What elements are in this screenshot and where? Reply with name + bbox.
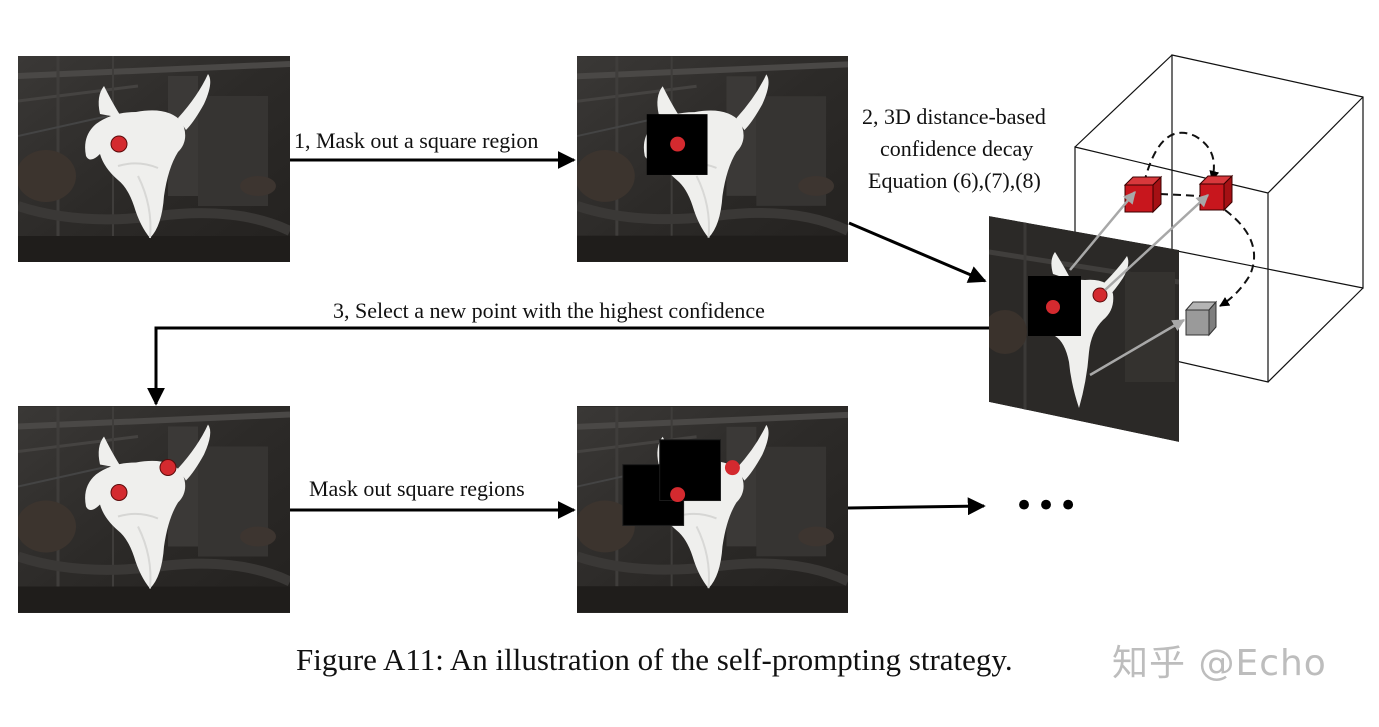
two-masked-view-panel (577, 406, 848, 613)
continuation-arrow (847, 497, 986, 516)
scene-image (577, 406, 848, 613)
scene-image (577, 56, 848, 262)
step3-arrow (147, 326, 989, 406)
scene-image (18, 406, 290, 613)
ellipsis-icon: ••• (1014, 486, 1081, 526)
figure-caption: Figure A11: An illustration of the self-… (296, 642, 1013, 677)
prompt-point (724, 460, 740, 476)
prompt-point (670, 487, 686, 503)
prompt-point (159, 459, 177, 476)
decay-arc (1143, 131, 1220, 184)
step1-label: 1, Mask out a square region (294, 128, 539, 153)
step2-arrow (848, 221, 987, 283)
step4-arrow (290, 501, 576, 519)
mask-square (659, 439, 721, 502)
two-points-view-panel (18, 406, 290, 613)
input-view-panel (18, 56, 290, 262)
scene-image (18, 56, 290, 262)
step1-arrow (290, 151, 576, 169)
prompt-point (110, 484, 128, 501)
step2-label-line1: 2, 3D distance-based (862, 104, 1046, 129)
prompt-point (1092, 287, 1108, 303)
voxel-grey (1184, 300, 1218, 337)
step3-label: 3, Select a new point with the highest c… (333, 298, 765, 323)
prompt-point (670, 136, 686, 152)
masked-view-panel (577, 56, 848, 262)
step4-label: Mask out square regions (309, 476, 525, 501)
projection-arrows (1069, 191, 1209, 377)
prompt-point (110, 135, 128, 153)
projected-view-panel (989, 216, 1179, 442)
prompt-point (1046, 300, 1060, 314)
step2-label-line2: confidence decay (880, 136, 1034, 161)
step2-label-line3: Equation (6),(7),(8) (868, 168, 1041, 193)
watermark: 知乎 @Echo (1112, 643, 1327, 684)
decay-arc (1219, 209, 1256, 307)
